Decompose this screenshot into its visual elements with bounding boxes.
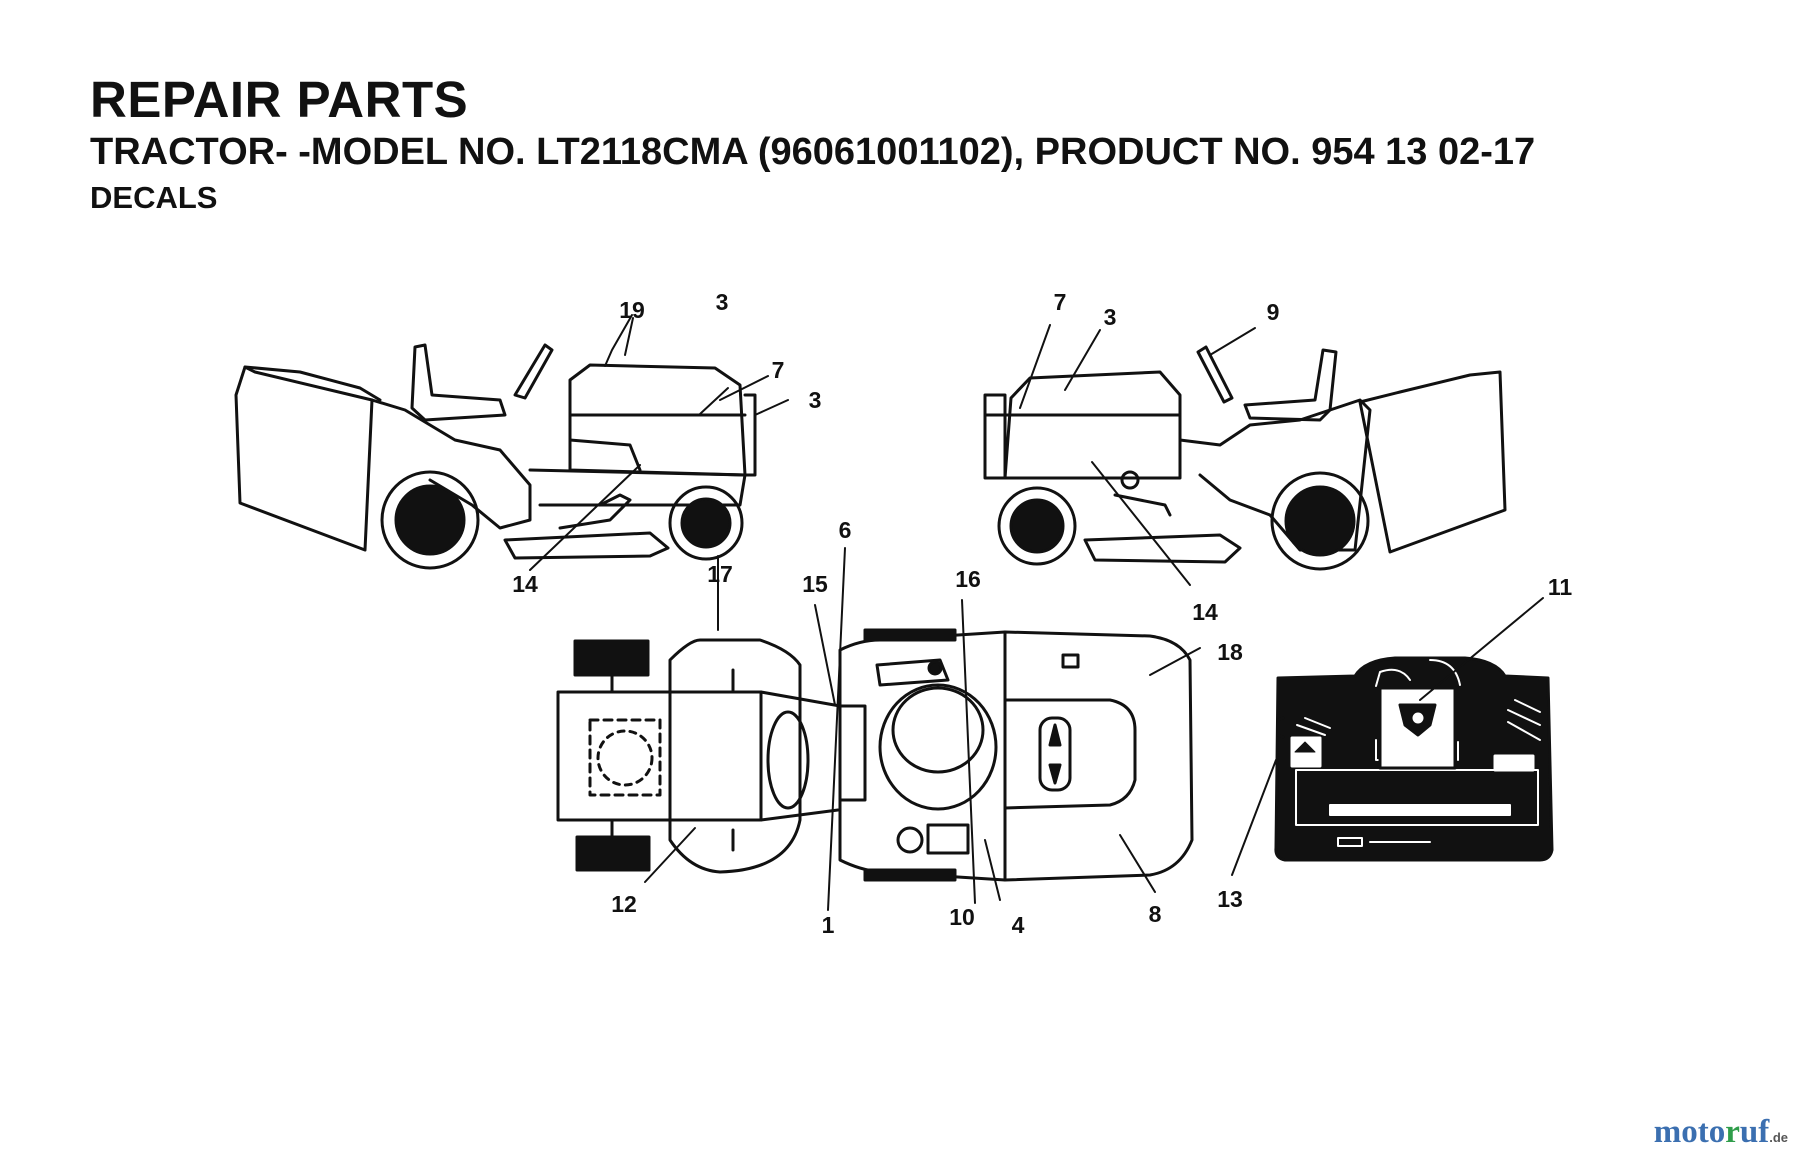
right-side-view xyxy=(983,324,1507,586)
rear-wheel-right xyxy=(1270,471,1370,571)
grass-bag-left xyxy=(234,365,374,552)
callout-14: 14 xyxy=(512,571,538,597)
front-wheel-left xyxy=(668,485,744,561)
callout-4: 4 xyxy=(1012,912,1025,938)
front-wheel-right xyxy=(997,486,1077,566)
hood-left xyxy=(568,363,747,477)
callout-3: 3 xyxy=(809,387,822,413)
callout-16: 16 xyxy=(955,566,981,592)
callout-19: 19 xyxy=(619,297,645,323)
callout-12: 12 xyxy=(611,891,637,917)
rear-panel-view xyxy=(1231,597,1554,876)
callouts: 19 3 7 3 14 7 3 9 14 6 17 15 16 18 12 1 … xyxy=(512,289,1572,938)
grass-bag-right xyxy=(1358,370,1507,554)
callout-14: 14 xyxy=(1192,599,1218,625)
mower-deck-right xyxy=(1083,533,1242,564)
callout-18: 18 xyxy=(1217,639,1243,665)
mower-deck-left xyxy=(503,531,670,560)
callout-10: 10 xyxy=(949,904,975,930)
left-side-view xyxy=(234,314,789,571)
callout-1: 1 xyxy=(822,912,835,938)
rear-tire-top-right xyxy=(575,835,651,872)
watermark-logo: motoruf.de xyxy=(1653,1114,1788,1150)
section-title: DECALS xyxy=(90,180,218,215)
seat-left xyxy=(410,343,507,422)
callout-7: 7 xyxy=(772,357,785,383)
page-title: REPAIR PARTS xyxy=(90,71,469,128)
callout-15: 15 xyxy=(802,571,828,597)
callout-8: 8 xyxy=(1149,901,1162,927)
callout-6: 6 xyxy=(839,517,852,543)
callout-3: 3 xyxy=(716,289,729,315)
top-view xyxy=(556,547,1201,911)
callout-7: 7 xyxy=(1054,289,1067,315)
rear-wheel-left xyxy=(380,470,480,570)
bag-top xyxy=(556,690,763,822)
model-subtitle: TRACTOR- -MODEL NO. LT2118CMA (960610011… xyxy=(90,131,1536,173)
callout-3: 3 xyxy=(1104,304,1117,330)
seat-right xyxy=(1243,348,1338,422)
callout-9: 9 xyxy=(1267,299,1280,325)
callout-11: 11 xyxy=(1548,574,1573,600)
callout-13: 13 xyxy=(1217,886,1243,912)
rear-tire-top-left xyxy=(573,639,650,677)
callout-17: 17 xyxy=(707,561,733,587)
hood-top xyxy=(1003,630,1194,882)
